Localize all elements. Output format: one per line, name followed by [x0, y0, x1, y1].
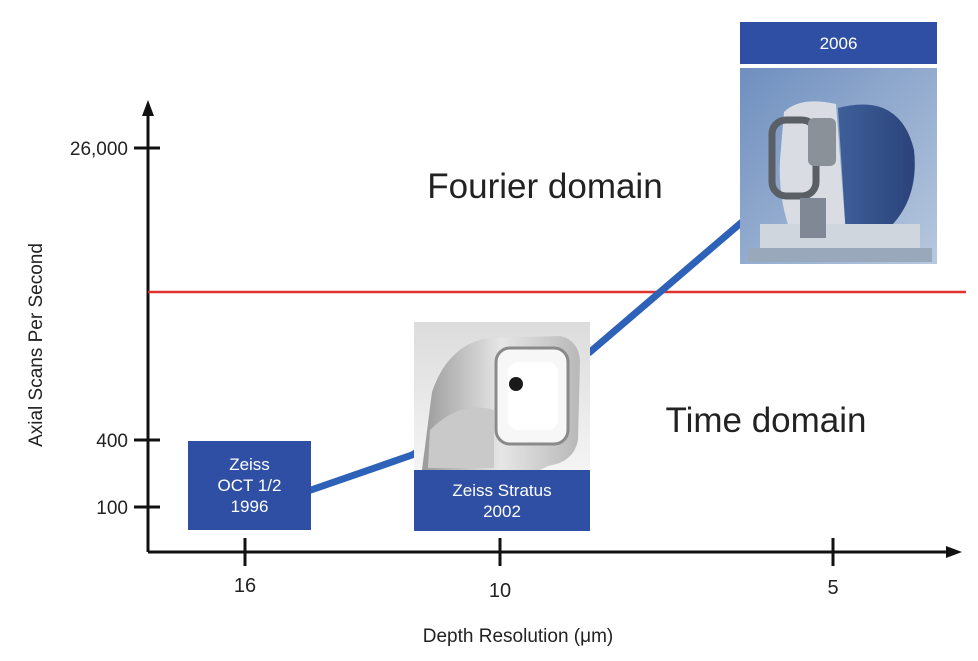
- device-label-line: Zeiss Stratus: [452, 480, 552, 500]
- x-axis-title: Depth Resolution (μm): [423, 626, 613, 647]
- device-label-line: 2002: [483, 501, 521, 521]
- fourier-domain-label: Fourier domain: [427, 167, 662, 206]
- x-axis-arrow: [946, 546, 962, 558]
- y-tick-label: 400: [96, 431, 128, 452]
- device-label-line: OCT 1/2: [217, 476, 282, 495]
- x-tick-label: 5: [827, 577, 838, 599]
- stratus-oct-photo: [414, 322, 590, 470]
- x-tick-label: 16: [234, 575, 256, 597]
- y-tick-label: 100: [96, 498, 128, 519]
- device-label-line: 1996: [230, 497, 269, 516]
- device-label-line: 2006: [819, 33, 858, 53]
- time-domain-label: Time domain: [666, 401, 867, 440]
- y-axis-arrow: [142, 100, 154, 116]
- device-label-zeiss-oct: Zeiss OCT 1/2 1996: [188, 441, 311, 530]
- x-tick-label: 10: [489, 580, 511, 602]
- cirrus-oct-photo: [740, 68, 937, 264]
- device-label-line: Zeiss: [229, 455, 270, 474]
- y-tick-label: 26,000: [70, 139, 128, 160]
- device-label-2006: 2006: [740, 22, 937, 64]
- y-axis-title: Axial Scans Per Second: [26, 243, 47, 447]
- device-label-zeiss-stratus: Zeiss Stratus 2002: [414, 470, 590, 531]
